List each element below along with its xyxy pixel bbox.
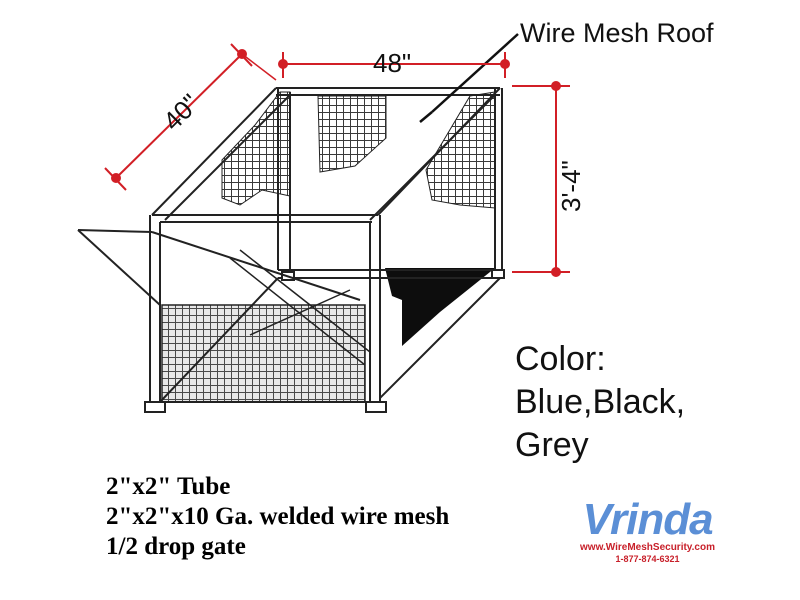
color-heading: Color: <box>515 340 606 378</box>
front-wall-mesh <box>161 304 366 403</box>
interior-shadow <box>385 268 495 346</box>
brand-logo: Vrinda www.WireMeshSecurity.com 1-877-87… <box>540 498 755 565</box>
roof-callout: Wire Mesh Roof <box>419 18 714 123</box>
width-label: 48" <box>373 48 411 78</box>
brand-phone: 1-877-874-6321 <box>615 554 680 564</box>
back-wall-mesh-center <box>317 95 387 173</box>
height-label: 3'-4" <box>556 160 586 212</box>
color-line-1: Blue,Black, <box>515 383 686 421</box>
spec-tube: 2"x2" Tube <box>106 473 231 500</box>
spec-mesh: 2"x2"x10 Ga. welded wire mesh <box>106 503 450 530</box>
enclosure-frame <box>77 87 505 413</box>
color-options: Color: Blue,Black, Grey <box>515 338 685 467</box>
brand-url: www.WireMeshSecurity.com <box>580 542 715 553</box>
depth-label: 40" <box>157 88 205 136</box>
depth-dimension-line <box>115 53 243 179</box>
brand-name: Vrinda <box>582 495 713 544</box>
roof-callout-label: Wire Mesh Roof <box>520 18 714 48</box>
spec-list: 2"x2" Tube 2"x2"x10 Ga. welded wire mesh… <box>106 472 449 562</box>
spec-gate: 1/2 drop gate <box>106 533 246 560</box>
dimension-lines <box>104 43 570 277</box>
color-line-2: Grey <box>515 426 589 464</box>
